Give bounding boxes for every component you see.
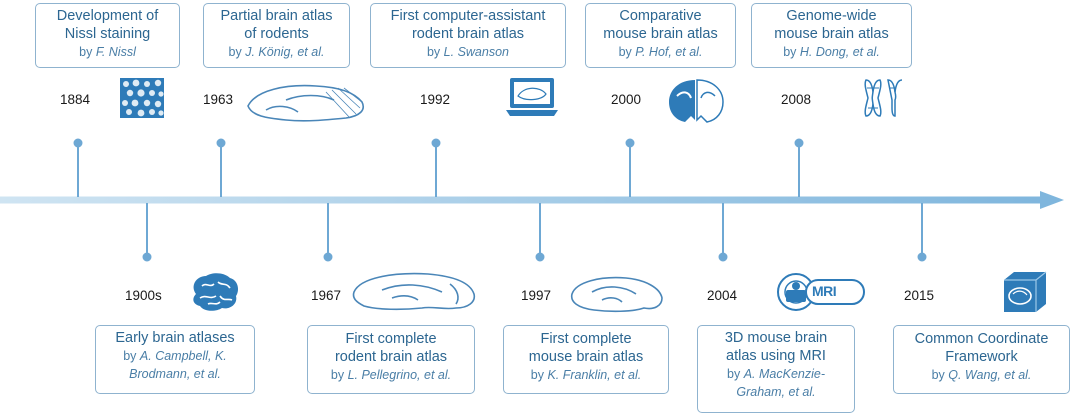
event-authors: by K. Franklin, et al. bbox=[530, 368, 642, 382]
event-card-1900s: Early brain atlases by A. Campbell, K. B… bbox=[95, 325, 255, 394]
year-1992: 1992 bbox=[420, 92, 451, 107]
event-title-line: First complete bbox=[345, 331, 437, 347]
connector-2015 bbox=[917, 203, 927, 262]
year-1963: 1963 bbox=[203, 92, 234, 107]
chromosome-icon bbox=[864, 79, 903, 117]
event-card-2004: 3D mouse brain atlas using MRI by A. Mac… bbox=[697, 325, 855, 413]
event-authors: by A. MacKenzie- bbox=[727, 367, 825, 381]
event-title-line: First computer-assistant bbox=[390, 8, 546, 24]
event-title-line: Comparative bbox=[619, 8, 702, 24]
mouse-brain-icon bbox=[570, 276, 663, 313]
event-authors: Brodmann, et al. bbox=[129, 367, 221, 381]
event-title-line: mouse brain atlas bbox=[774, 26, 889, 42]
event-title-line: 3D mouse brain bbox=[724, 330, 828, 346]
connector-1900s bbox=[142, 203, 152, 262]
event-authors: by L. Swanson bbox=[426, 45, 509, 59]
event-card-2008: Genome-wide mouse brain atlas by H. Dong… bbox=[751, 3, 912, 68]
event-title-line: Framework bbox=[945, 349, 1018, 365]
connector-1997 bbox=[535, 203, 545, 262]
connector-1963 bbox=[216, 138, 226, 197]
event-title-line: Genome-wide bbox=[786, 8, 877, 24]
rat-brain-icon bbox=[352, 272, 476, 311]
mri-icon-label: MRI bbox=[812, 283, 837, 299]
event-authors: by P. Hof, et al. bbox=[618, 45, 703, 59]
year-1884: 1884 bbox=[60, 92, 91, 107]
event-authors: by L. Pellegrino, et al. bbox=[330, 368, 452, 382]
event-card-1884: Development of Nissl staining by F. Niss… bbox=[35, 3, 180, 68]
laptop-icon bbox=[506, 78, 558, 116]
year-2008: 2008 bbox=[781, 92, 812, 107]
event-authors: by F. Nissl bbox=[79, 45, 136, 59]
event-title-line: rodent brain atlas bbox=[334, 349, 448, 365]
event-title-line: Nissl staining bbox=[64, 26, 151, 42]
year-1967: 1967 bbox=[311, 288, 342, 303]
event-title-line: Common Coordinate bbox=[914, 331, 1049, 347]
event-card-2015: Common Coordinate Framework by Q. Wang, … bbox=[893, 325, 1070, 394]
event-card-2000: Comparative mouse brain atlas by P. Hof,… bbox=[585, 3, 736, 68]
timeline-axis bbox=[0, 191, 1064, 209]
connector-1967 bbox=[323, 203, 333, 262]
connector-2008 bbox=[794, 138, 804, 197]
3d-cube-brain-icon bbox=[1004, 271, 1047, 312]
rodent-brain-sketch-icon bbox=[247, 84, 364, 122]
timeline-arrowhead bbox=[1040, 191, 1064, 209]
connector-1992 bbox=[431, 138, 441, 197]
brain-section-icon bbox=[669, 79, 724, 123]
event-card-1967: First complete rodent brain atlas by L. … bbox=[307, 325, 475, 394]
event-authors: by H. Dong, et al. bbox=[783, 45, 880, 59]
event-title-line: of rodents bbox=[244, 26, 309, 42]
year-1997: 1997 bbox=[521, 288, 552, 303]
event-title-line: mouse brain atlas bbox=[528, 349, 644, 365]
event-authors: Graham, et al. bbox=[736, 385, 816, 399]
year-1900s: 1900s bbox=[125, 288, 162, 303]
year-2000: 2000 bbox=[611, 92, 642, 107]
event-title-line: Partial brain atlas bbox=[220, 8, 333, 24]
connector-2004 bbox=[718, 203, 728, 262]
mri-scanner-icon bbox=[777, 273, 865, 311]
event-authors: by Q. Wang, et al. bbox=[931, 368, 1032, 382]
event-card-1992: First computer-assistant rodent brain at… bbox=[370, 3, 566, 68]
event-title-line: rodent brain atlas bbox=[411, 26, 525, 42]
connector-2000 bbox=[625, 138, 635, 197]
event-card-1963: Partial brain atlas of rodents by J. Kön… bbox=[203, 3, 350, 68]
event-title-line: Development of bbox=[56, 8, 159, 24]
nissl-texture-icon bbox=[120, 78, 164, 118]
event-title-line: mouse brain atlas bbox=[603, 26, 718, 42]
event-authors: by A. Campbell, K. bbox=[123, 349, 227, 363]
year-2015: 2015 bbox=[904, 288, 935, 303]
brain-icon bbox=[193, 273, 238, 311]
event-title-line: atlas using MRI bbox=[726, 348, 826, 364]
event-title-line: Early brain atlases bbox=[115, 330, 235, 346]
year-2004: 2004 bbox=[707, 288, 738, 303]
event-card-1997: First complete mouse brain atlas by K. F… bbox=[503, 325, 669, 394]
connector-1884 bbox=[73, 138, 83, 197]
event-title-line: First complete bbox=[540, 331, 632, 347]
event-authors: by J. König, et al. bbox=[228, 45, 325, 59]
